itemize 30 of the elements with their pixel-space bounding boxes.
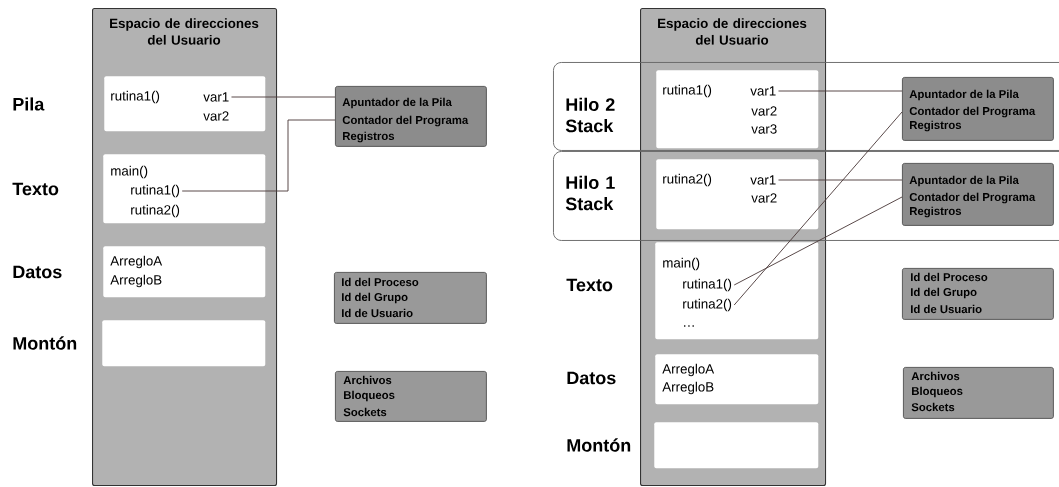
segment-label: Pila	[13, 97, 45, 111]
connector-line	[231, 96, 336, 98]
info-box: Archivos Bloqueos Sockets	[335, 371, 487, 422]
connector-line	[181, 119, 336, 192]
code-label: var1	[203, 92, 229, 102]
segment-box	[102, 320, 266, 367]
segment-label: Montón	[567, 438, 631, 452]
segment-label: Datos	[13, 265, 62, 279]
connector-line	[778, 90, 903, 92]
code-label: rutina1()	[683, 278, 732, 292]
segment-label: Datos	[567, 371, 616, 385]
segment-label: Texto	[12, 182, 59, 196]
code-label: rutina2()	[683, 298, 732, 312]
code-label: var1	[750, 86, 776, 96]
segment-label: Montón	[13, 336, 77, 350]
info-box: Id del Proceso Id del Grupo Id de Usuario	[902, 268, 1054, 320]
segment-box	[654, 422, 819, 469]
info-box: Id del Proceso Id del Grupo Id de Usuario	[334, 272, 487, 324]
segment-box: ArregloA ArregloB	[655, 354, 819, 405]
segment-box: ArregloA ArregloB	[103, 246, 266, 298]
segment-label: Texto	[566, 278, 613, 292]
info-box: Archivos Bloqueos Sockets	[903, 367, 1054, 419]
connector-line	[778, 179, 903, 181]
register-box: Apuntador de la Pila Contador del Programa Registros	[902, 163, 1054, 226]
register-box: Apuntador de la Pila Contador del Programa Registros	[335, 86, 487, 147]
code-label: var1	[750, 175, 776, 185]
code-label: rutina1()	[131, 184, 180, 198]
register-box: Apuntador de la Pila Contador del Programa Registros	[902, 77, 1054, 141]
connector-line	[733, 111, 903, 306]
connector-line	[733, 196, 903, 286]
